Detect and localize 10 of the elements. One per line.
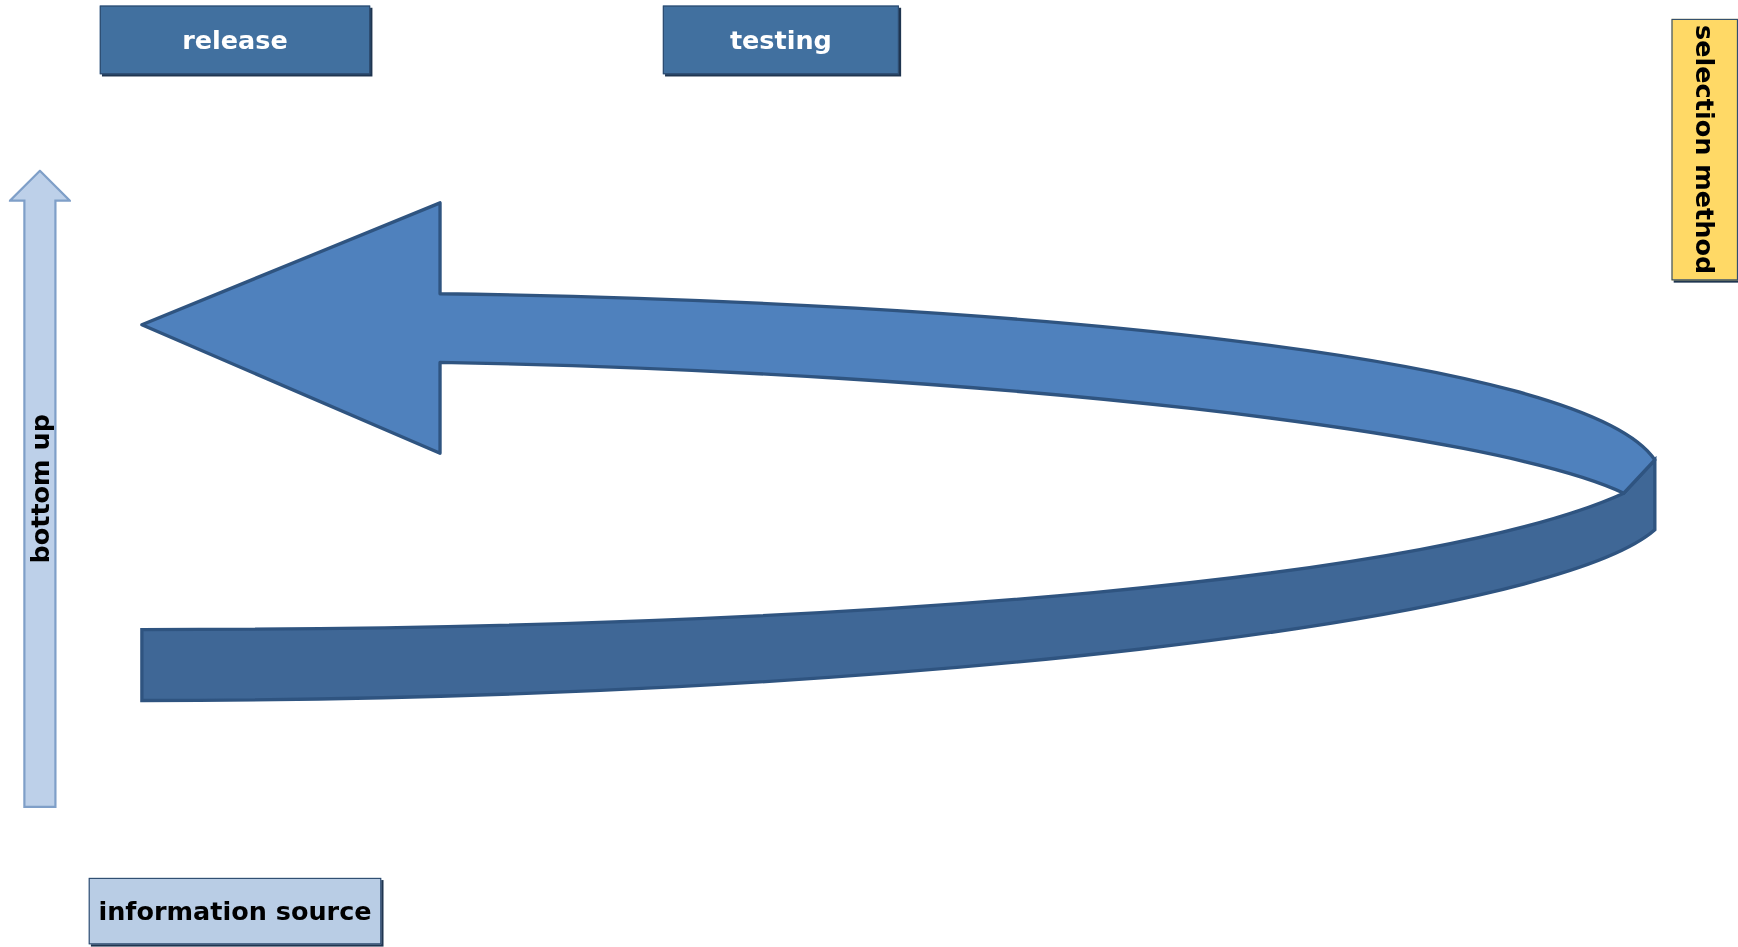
label-box [1671, 18, 1738, 281]
box-label: information source [98, 896, 372, 926]
box-label: testing [729, 25, 832, 55]
process-box [99, 5, 371, 75]
box-label: release [182, 25, 288, 55]
process-box [662, 5, 899, 75]
label-box [88, 877, 382, 945]
box-label: bottom up [25, 414, 55, 564]
box-label: selection method [1690, 25, 1720, 275]
up-arrow [8, 169, 71, 808]
